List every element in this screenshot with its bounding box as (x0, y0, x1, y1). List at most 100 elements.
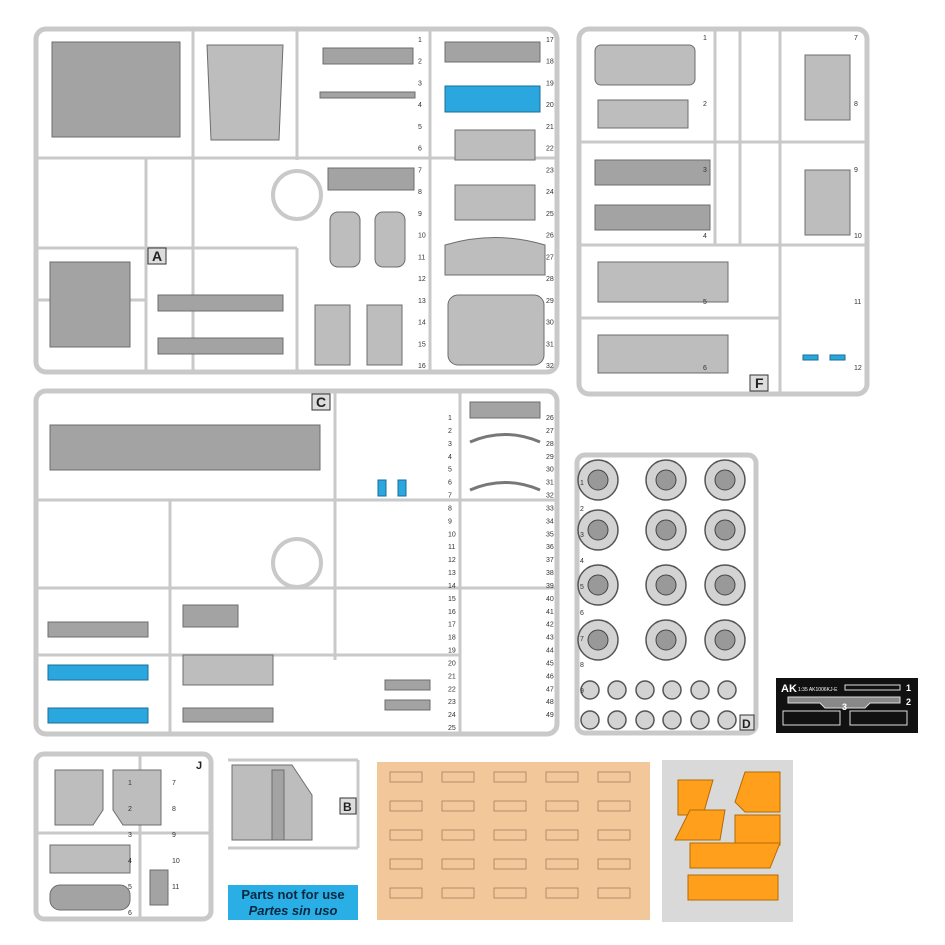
part-number: 32 (546, 493, 554, 500)
hub-part (690, 710, 710, 730)
part-number: 4 (418, 102, 422, 109)
hub-part (717, 680, 737, 700)
sprue-d: D (574, 452, 759, 736)
part-door-28 (366, 304, 403, 366)
part-number: 3 (448, 441, 452, 448)
hub-part (662, 710, 682, 730)
part-number: 5 (448, 467, 452, 474)
note-english: Parts not for use (241, 887, 345, 902)
part-a23 (157, 337, 284, 355)
part-number: 11 (172, 884, 179, 891)
part-number: 6 (580, 610, 584, 617)
part-number: 10 (448, 531, 456, 538)
part-number: 24 (546, 189, 554, 196)
part-number: 28 (546, 441, 554, 448)
part-number: 35 (546, 531, 554, 538)
part-a29 (454, 129, 536, 161)
sprue-letter-a: A (152, 248, 162, 264)
part-number: 34 (546, 518, 554, 525)
part-bed-side-right (597, 334, 729, 374)
part-number: 28 (546, 276, 554, 283)
part-number: 21 (546, 124, 554, 131)
part-number: 6 (418, 146, 422, 153)
part-number: 46 (546, 673, 554, 680)
part-number: 39 (546, 583, 554, 590)
part-number: 8 (418, 189, 422, 196)
part-number: 1 (128, 780, 132, 787)
part-number: 29 (546, 298, 554, 305)
note-spanish: Partes sin uso (248, 903, 338, 918)
part-number: 3 (703, 167, 707, 174)
part-number: 26 (546, 415, 554, 422)
part-number: 15 (418, 341, 426, 348)
part-a3 (322, 47, 414, 65)
part-number: 11 (418, 254, 425, 261)
part-number: 45 (546, 660, 554, 667)
part-number: 30 (546, 467, 554, 474)
decal-item (389, 887, 423, 899)
part-a26 (374, 211, 406, 268)
part-j-glass (49, 844, 131, 874)
decal-item (545, 800, 579, 812)
part-f2 (597, 99, 689, 129)
part-number: 10 (172, 858, 180, 865)
part-number: 9 (854, 167, 858, 174)
part-number: 2 (580, 506, 584, 513)
part-number: 18 (546, 59, 554, 66)
part-number: 30 (546, 320, 554, 327)
part-number: 13 (418, 298, 426, 305)
part-number: 27 (546, 428, 554, 435)
part-number: 11 (854, 299, 861, 306)
part-number: 5 (703, 299, 707, 306)
decal-item (597, 887, 631, 899)
decal-item (545, 887, 579, 899)
part-seat-back (49, 884, 131, 911)
part-number: 4 (448, 454, 452, 461)
part-truck-bed-floor (51, 41, 181, 138)
decal-item (389, 858, 423, 870)
decal-item (389, 771, 423, 783)
part-c39 (182, 707, 274, 723)
sprue-letter-c: C (316, 394, 326, 410)
decal-item (545, 858, 579, 870)
decal-item (493, 829, 527, 841)
part-a31 (444, 237, 546, 276)
photo-etch-fret: AK 1:35 AK1006KJ-E 1 2 3 (776, 678, 918, 733)
part-number: 19 (448, 648, 456, 655)
clear-windshield (689, 842, 781, 869)
part-grille-6 (444, 41, 541, 63)
part-number: 17 (546, 37, 554, 44)
part-number: 31 (546, 341, 554, 348)
decal-item (597, 858, 631, 870)
part-number: 14 (418, 320, 426, 327)
part-number: 4 (580, 558, 584, 565)
hub-part (717, 710, 737, 730)
part-tailgate (594, 44, 696, 86)
part-number: 16 (448, 609, 456, 616)
part-number: 10 (854, 233, 862, 240)
part-number: 6 (703, 365, 707, 372)
part-number: 16 (418, 363, 426, 370)
part-c38 (182, 654, 274, 686)
part-number: 43 (546, 635, 554, 642)
part-number: 4 (703, 233, 707, 240)
part-number: 24 (448, 712, 456, 719)
decal-item (441, 887, 475, 899)
hub-part (607, 710, 627, 730)
part-number: 31 (546, 480, 554, 487)
part-number: 2 (703, 101, 707, 108)
decal-item (389, 800, 423, 812)
part-a25 (329, 211, 361, 268)
part-seat-j2 (112, 769, 162, 826)
hub-part (635, 680, 655, 700)
part-a24 (327, 167, 415, 191)
part-number: 1 (418, 37, 422, 44)
part-c37-not-used (47, 707, 149, 724)
part-number: 37 (546, 557, 554, 564)
part-number: 1 (580, 480, 584, 487)
hub-part (607, 680, 627, 700)
part-number: 7 (580, 636, 584, 643)
decal-item (389, 829, 423, 841)
part-number: 3 (580, 532, 584, 539)
sprue-j: J (33, 751, 214, 922)
